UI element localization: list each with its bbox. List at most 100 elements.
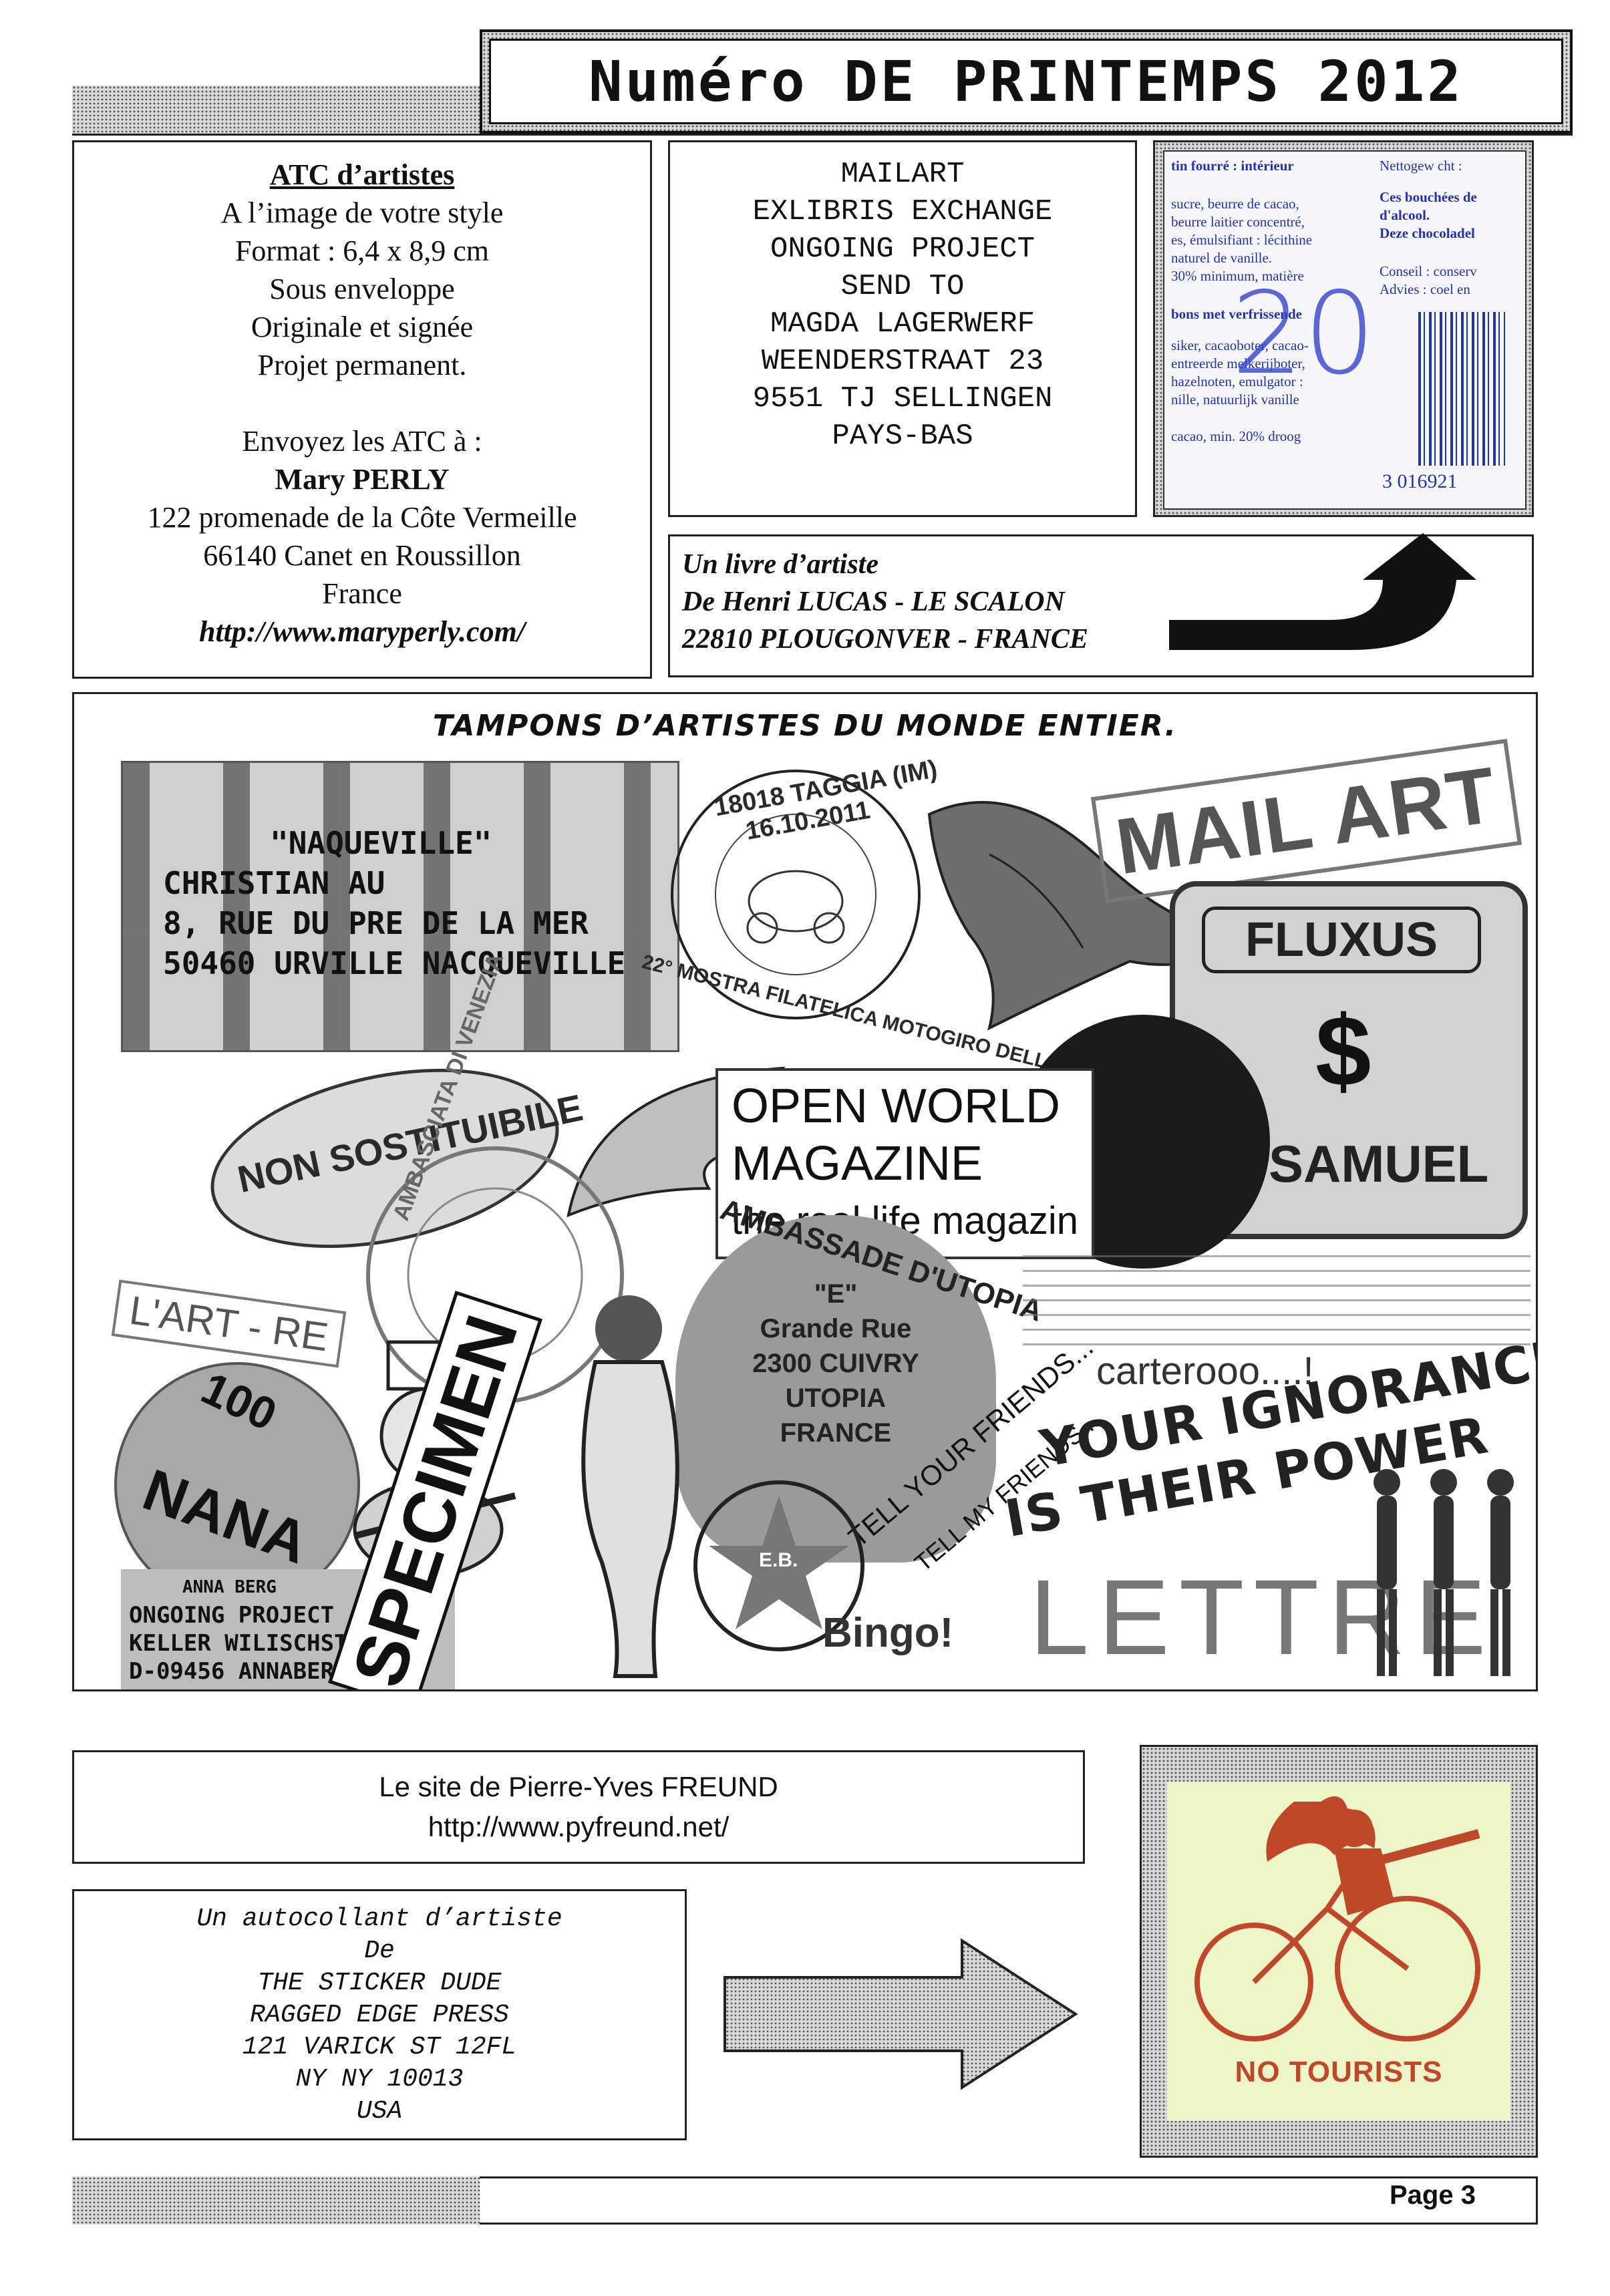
stamp-text: FRANCE (780, 1418, 892, 1448)
stamp-lart: L'ART - RE (111, 1279, 347, 1368)
sticker-frame: NO TOURISTS (1140, 1745, 1538, 2158)
livre-box: Un livre d’artiste De Henri LUCAS - LE S… (668, 534, 1534, 677)
atc-send-label: Envoyez les ATC à : (242, 425, 482, 458)
stamp-bingo: Bingo! (822, 1610, 954, 1656)
dancers-silhouette-icon (1374, 1469, 1514, 1676)
stamp-text: D-09456 ANNABERG (129, 1658, 348, 1685)
stamp-taggia-circle (671, 770, 921, 1019)
stamp-text: OPEN WORLD (732, 1080, 1061, 1133)
stamp-text: 2300 CUIVRY (752, 1349, 919, 1378)
mailart-line: MAILART (840, 158, 965, 191)
footer-dot-band (72, 2176, 486, 2225)
figure-illustration (581, 1295, 679, 1678)
atc-address-line: France (322, 577, 402, 610)
stamp-ambassade: AMBASSADE D'UTOPIA "E" Grande Rue 2300 C… (715, 1193, 1046, 1450)
livre-line: De Henri LUCAS - LE SCALON (682, 587, 1065, 617)
freund-line: Le site de Pierre-Yves FREUND (379, 1771, 778, 1802)
page-title: Numéro DE PRINTEMPS 2012 (589, 49, 1464, 114)
wrapper-text: 30% minimum, matière (1171, 268, 1304, 284)
stamp-text: 50460 URVILLE NACQUEVILLE (163, 945, 626, 981)
autocollant-line: Un autocollant d’artiste (196, 1905, 562, 1933)
wrapper-text: entreerde melkerijboter, (1171, 355, 1305, 371)
atc-spacer (74, 384, 650, 422)
stamp-text: "E" (814, 1279, 858, 1309)
wrapper-text: sucre, beurre de cacao, (1171, 196, 1299, 212)
stamp-nana-circle (114, 1362, 360, 1608)
stamp-text: 8, RUE DU PRE DE LA MER (163, 905, 589, 941)
atc-url[interactable]: http://www.maryperly.com/ (198, 615, 526, 648)
stamp-fluxus: FLUXUS (1202, 907, 1481, 973)
atc-line: A l’image de votre style (220, 196, 504, 229)
atc-line: Format : 6,4 x 8,9 cm (234, 234, 490, 267)
wrapper-text: es, émulsifiant : lécithine (1171, 232, 1313, 248)
tampons-title: TAMPONS D’ARTISTES DU MONDE ENTIER. (432, 709, 1178, 743)
mailart-line: EXLIBRIS EXCHANGE (752, 195, 1053, 228)
atc-name: Mary PERLY (275, 463, 450, 496)
header-rule (72, 134, 1573, 136)
mailart-box: MAILART EXLIBRIS EXCHANGE ONGOING PROJEC… (668, 140, 1137, 517)
stamp-samuel: SAMUEL (1269, 1134, 1489, 1193)
page-number: Page 3 (1390, 2180, 1476, 2210)
stamp-open-world: OPEN WORLD MAGAZINE the real life magazi… (715, 1068, 1095, 1259)
mailart-line: WEENDERSTRAAT 23 (761, 345, 1044, 378)
bird-icon (927, 801, 1271, 1031)
wrapper-text: d'alcool. (1380, 207, 1430, 223)
stamp-text: MAGAZINE (732, 1137, 983, 1190)
stamp-carterooo: carterooo....! (1096, 1349, 1314, 1393)
tampons-box: TAMPONS D’ARTISTES DU MONDE ENTIER. "NAQ… (72, 692, 1538, 1691)
stamp-text: Grande Rue (760, 1314, 912, 1343)
autocollant-line: De (364, 1937, 395, 1965)
atc-line: Projet permanent. (257, 349, 467, 381)
handwritten-number: 20 (1231, 268, 1376, 400)
curved-arrow-icon (1169, 533, 1476, 650)
header-title-box: Numéro DE PRINTEMPS 2012 (489, 39, 1563, 124)
atc-line: Originale et signée (251, 311, 474, 343)
autocollant-line: THE STICKER DUDE (257, 1969, 502, 1997)
atc-line: Sous enveloppe (269, 273, 455, 305)
wrapper-text: Deze chocoladel (1380, 225, 1475, 241)
devil-on-bicycle-icon (1194, 1796, 1480, 2041)
sticker-label: NO TOURISTS (1235, 2056, 1443, 2088)
wrapper-text: Nettogew cht : (1380, 158, 1462, 174)
wrapper-text: Conseil : conserv (1380, 263, 1477, 279)
stamp-text: ONGOING PROJECT (129, 1602, 335, 1629)
atc-box: ATC d’artistes A l’image de votre style … (72, 140, 652, 679)
header-dot-band (72, 86, 486, 134)
autocollant-line: RAGGED EDGE PRESS (250, 2001, 509, 2029)
barcode-icon (1418, 312, 1505, 466)
mailart-line: PAYS-BAS (832, 420, 973, 453)
stamp-eb-star (693, 1480, 864, 1651)
wrapper-text: tin fourré : intérieur (1171, 158, 1294, 174)
stamp-dollar: $ (1315, 995, 1372, 1107)
autocollant-line: USA (356, 2097, 403, 2126)
mailart-line: SEND TO (840, 270, 965, 303)
wrapper-frame: tin fourré : intérieur sucre, beurre de … (1153, 140, 1534, 517)
stamp-lettre: LETTRE (1029, 1557, 1496, 1677)
wrapper-text: bons met verfrissende (1171, 306, 1302, 322)
freund-box: Le site de Pierre-Yves FREUND http://www… (72, 1750, 1085, 1864)
autocollant-line: 121 VARICK ST 12FL (242, 2033, 517, 2062)
footer-bar (480, 2176, 1538, 2225)
wrapper-text: Advies : coel en (1380, 281, 1470, 297)
stamp-postmark-lines (1023, 1255, 1531, 1355)
wrapper-text: siker, cacaoboter, cacao- (1171, 337, 1309, 353)
mailart-line: ONGOING PROJECT (770, 232, 1035, 266)
wrapper-text: hazelnoten, emulgator : (1171, 373, 1303, 389)
atc-address-line: 122 promenade de la Côte Vermeille (147, 501, 577, 534)
atc-title: ATC d’artistes (269, 158, 455, 191)
stamp-mail-art: MAIL ART (1090, 738, 1522, 904)
sticker-image: NO TOURISTS (1167, 1782, 1510, 2121)
wrapper-right-text: Nettogew cht : Ces bouchées de d'alcool.… (1380, 157, 1520, 299)
wrapper-left-text: tin fourré : intérieur sucre, beurre de … (1171, 157, 1372, 446)
freund-url[interactable]: http://www.pyfreund.net/ (428, 1811, 730, 1842)
barcode-digits: 3 016921 (1382, 470, 1458, 492)
wrapper-text: Ces bouchées de (1380, 189, 1477, 205)
mailart-line: MAGDA LAGERWERF (770, 307, 1035, 341)
autocollant-line: NY NY 10013 (295, 2065, 464, 2094)
stamp-text: CHRISTIAN AU (163, 865, 385, 901)
wrapper-text: nille, natuurlijk vanille (1171, 391, 1299, 407)
stamp-text: UTOPIA (785, 1383, 887, 1413)
wrapper-image: tin fourré : intérieur sucre, beurre de … (1163, 150, 1526, 510)
stamp-naqueville: "NAQUEVILLE" CHRISTIAN AU 8, RUE DU PRE … (121, 761, 679, 1052)
stamp-figures (123, 763, 677, 1050)
